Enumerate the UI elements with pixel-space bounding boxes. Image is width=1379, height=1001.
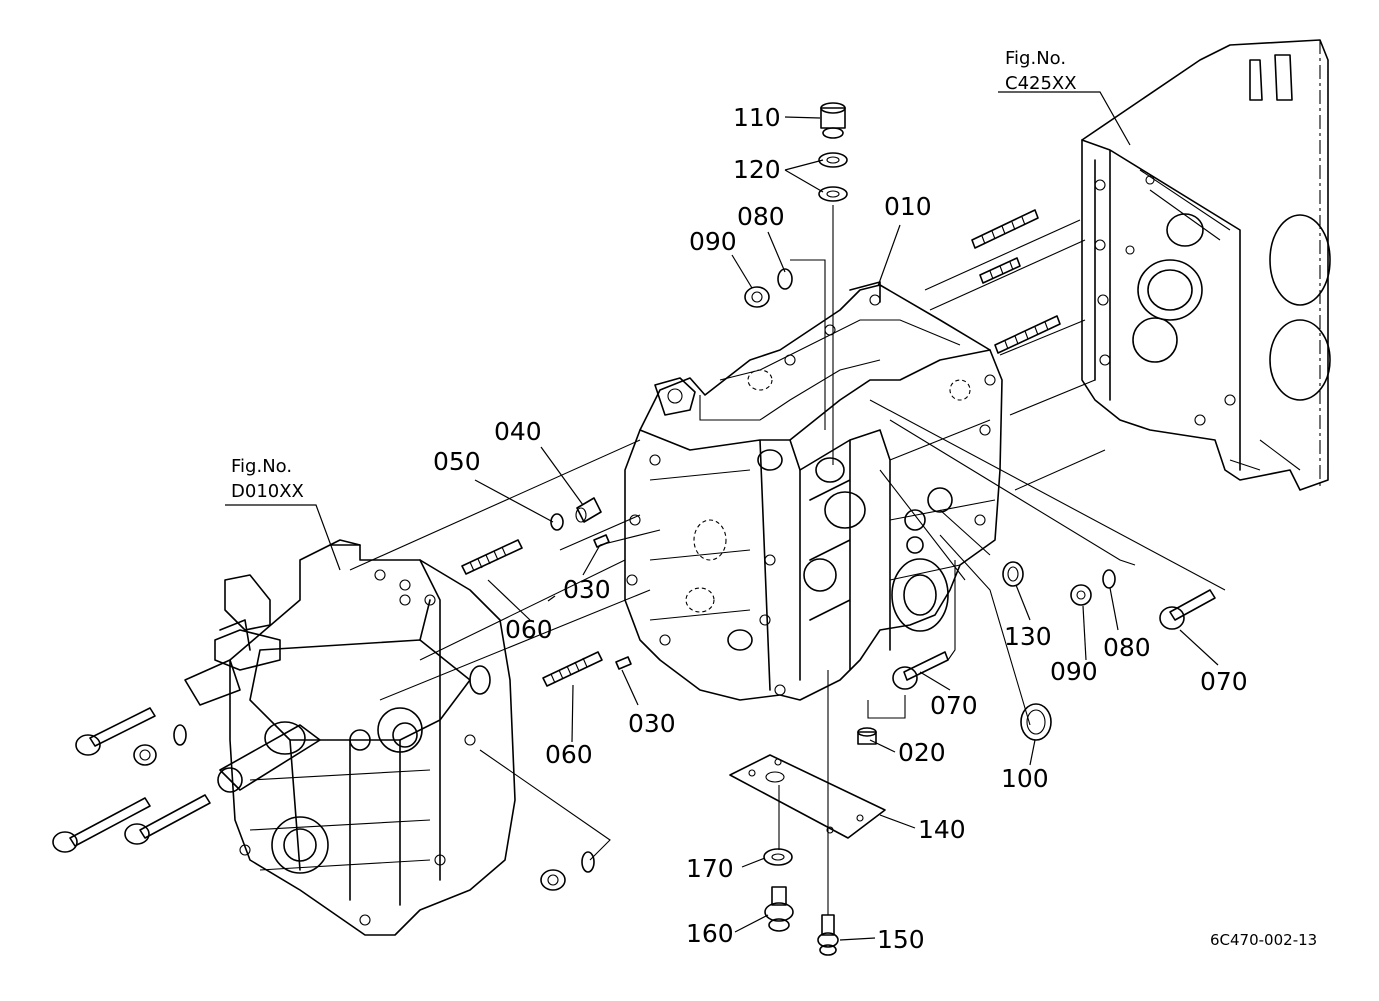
part-label-010: 010 bbox=[884, 192, 932, 221]
part-label-170: 170 bbox=[686, 854, 734, 883]
part-label-140: 140 bbox=[918, 815, 966, 844]
part-label-070-right: 070 bbox=[1200, 667, 1248, 696]
part-label-090-right: 090 bbox=[1050, 657, 1098, 686]
fig-ref-d010xx-line2: D010XX bbox=[231, 481, 304, 502]
part-label-090-top: 090 bbox=[689, 227, 737, 256]
part-label-020: 020 bbox=[898, 738, 946, 767]
assembly-center-lines bbox=[349, 205, 1226, 915]
transmission-case-010 bbox=[624, 281, 1003, 701]
fig-ref-c425xx-line2: C425XX bbox=[1005, 73, 1077, 94]
fig-ref-d010xx: Fig.No. D010XX bbox=[231, 456, 304, 502]
part-label-050: 050 bbox=[433, 447, 481, 476]
drawing-code: 6C470-002-13 bbox=[1210, 931, 1317, 949]
part-label-100: 100 bbox=[1001, 764, 1049, 793]
part-label-080-top: 080 bbox=[737, 202, 785, 231]
part-label-150: 150 bbox=[877, 925, 925, 954]
part-label-080-right: 080 bbox=[1103, 633, 1151, 662]
part-labels: 110 120 080 090 010 040 050 030 060 060 … bbox=[433, 103, 1248, 954]
part-label-060-lower: 060 bbox=[545, 740, 593, 769]
left-bolts-and-nuts bbox=[52, 707, 595, 891]
part-label-040: 040 bbox=[494, 417, 542, 446]
part-label-070-mid: 070 bbox=[930, 691, 978, 720]
part-label-160: 160 bbox=[686, 919, 734, 948]
part-label-060-upper: 060 bbox=[505, 615, 553, 644]
bottom-cover-assembly bbox=[729, 754, 886, 956]
part-label-030-upper: 030 bbox=[563, 575, 611, 604]
part-label-120: 120 bbox=[733, 155, 781, 184]
fig-ref-c425xx-line1: Fig.No. bbox=[1005, 48, 1066, 69]
studs-and-pins bbox=[461, 209, 1061, 687]
right-side-parts bbox=[857, 561, 1216, 745]
top-plug-assembly bbox=[744, 102, 848, 308]
part-label-130: 130 bbox=[1004, 622, 1052, 651]
part-label-030-lower: 030 bbox=[628, 709, 676, 738]
fig-ref-d010xx-line1: Fig.No. bbox=[231, 456, 292, 477]
front-housing-d010xx bbox=[184, 539, 516, 936]
part-label-110: 110 bbox=[733, 103, 781, 132]
leader-lines bbox=[225, 91, 1219, 941]
rear-housing-c425xx bbox=[1081, 39, 1331, 491]
fig-ref-c425xx: Fig.No. C425XX bbox=[1005, 48, 1077, 94]
